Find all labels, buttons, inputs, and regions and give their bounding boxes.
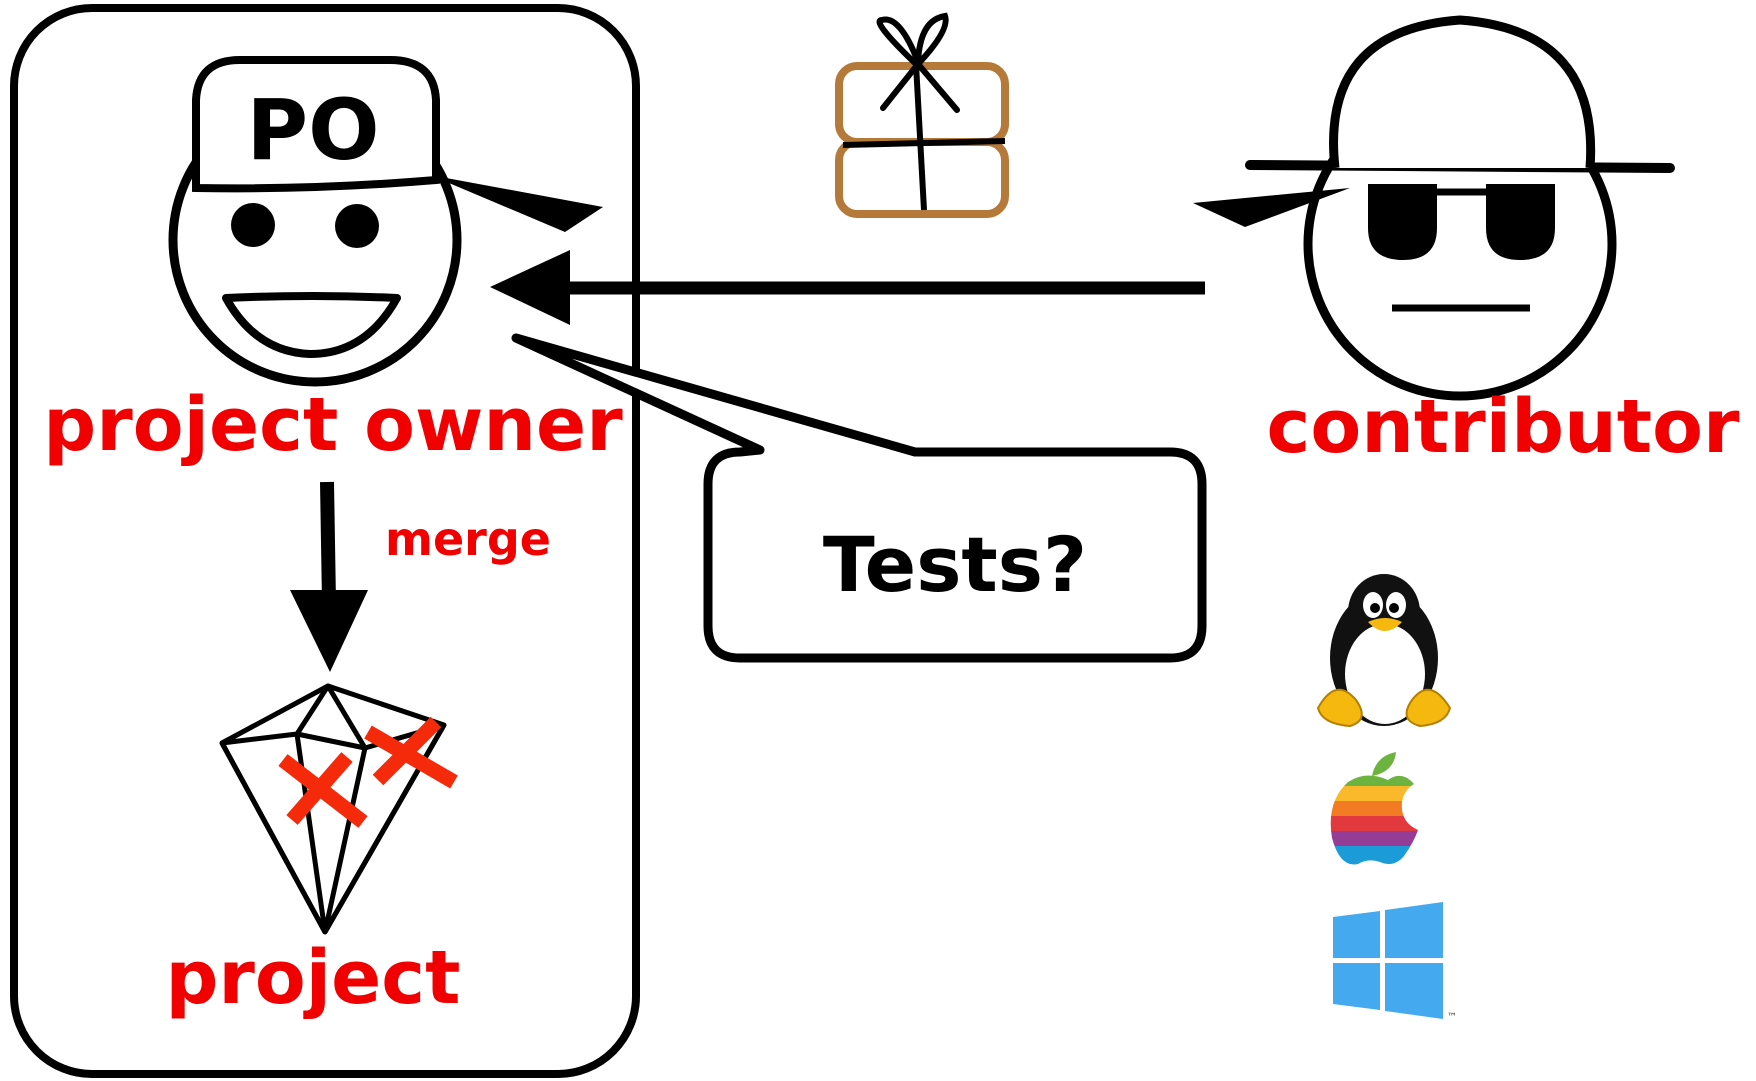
defect-x-icon xyxy=(364,716,458,789)
diamond-facet-3 xyxy=(322,747,368,933)
gift-ribbon-horizontal xyxy=(842,138,1006,148)
project-owner-face-icon: PO xyxy=(168,56,603,387)
contributor-right-lens xyxy=(1486,184,1555,260)
contributor-left-lens xyxy=(1368,184,1437,260)
diamond-facet-4 xyxy=(219,741,328,934)
gift-bow xyxy=(876,12,960,113)
owner-smile xyxy=(222,292,401,358)
contributor-face-icon xyxy=(1193,15,1675,401)
tux-penguin-icon xyxy=(1316,574,1452,728)
gift-ribbon-vertical xyxy=(913,63,927,211)
speech-bubble-text: Tests? xyxy=(823,520,1087,609)
speech-bubble-outline xyxy=(511,333,1207,663)
windows-trademark: ™ xyxy=(1447,1012,1457,1023)
speech-bubble: Tests? xyxy=(511,333,1207,663)
owner-left-eye xyxy=(231,203,275,247)
project-boundary-box xyxy=(10,4,640,1078)
diamond-icon xyxy=(219,683,447,935)
rainbow-apple-icon xyxy=(1330,752,1418,865)
contributor-hat-crown xyxy=(1329,15,1596,169)
contribution-arrow xyxy=(490,250,1205,325)
merge-arrowhead xyxy=(290,590,368,672)
merge-arrow xyxy=(290,481,368,672)
owner-cap-visor xyxy=(430,175,603,232)
contributor-label: contributor xyxy=(1267,384,1740,470)
contribution-arrowhead xyxy=(490,250,570,325)
merge-label: merge xyxy=(385,512,551,566)
diamond-facet-1 xyxy=(296,731,366,751)
project-owner-label: project owner xyxy=(43,382,623,468)
contributor-cap-visor xyxy=(1193,188,1350,227)
owner-cap-label: PO xyxy=(247,81,380,179)
merge-arrow-shaft xyxy=(320,481,336,603)
owner-cap xyxy=(192,56,440,193)
defect-x-icon xyxy=(278,752,368,828)
gift-package-icon xyxy=(835,12,1009,218)
owner-right-eye xyxy=(335,204,379,248)
windows-logo-icon: ™ xyxy=(1333,902,1457,1023)
project-label: project xyxy=(165,935,460,1021)
